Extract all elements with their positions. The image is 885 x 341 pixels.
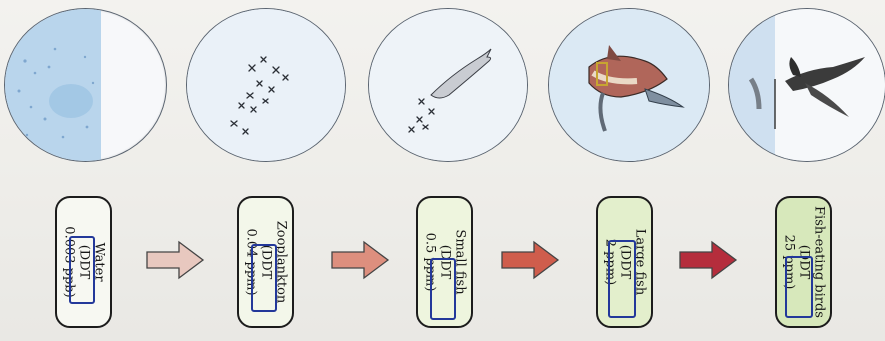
bird-illustration bbox=[729, 9, 885, 161]
flow-arrow-4 bbox=[678, 240, 738, 280]
pen-annotation bbox=[785, 256, 813, 318]
small-fish-circle bbox=[368, 8, 528, 162]
pen-annotation bbox=[608, 240, 636, 318]
large-fish-illustration bbox=[549, 9, 709, 161]
flow-arrow-2 bbox=[330, 240, 390, 280]
pen-annotation bbox=[430, 258, 456, 320]
pen-annotation bbox=[251, 244, 277, 312]
stage-name: Fish-eating birds bbox=[811, 199, 826, 325]
small-fish-illustration bbox=[369, 9, 527, 161]
zooplankton-illustration bbox=[187, 9, 345, 161]
fish-eating-birds-circle bbox=[728, 8, 885, 162]
flow-arrow-1 bbox=[145, 240, 205, 280]
pen-annotation bbox=[69, 236, 95, 304]
zooplankton-circle bbox=[186, 8, 346, 162]
water-circle bbox=[4, 8, 167, 162]
water-illustration bbox=[5, 9, 166, 161]
large-fish-circle bbox=[548, 8, 710, 162]
flow-arrow-3 bbox=[500, 240, 560, 280]
